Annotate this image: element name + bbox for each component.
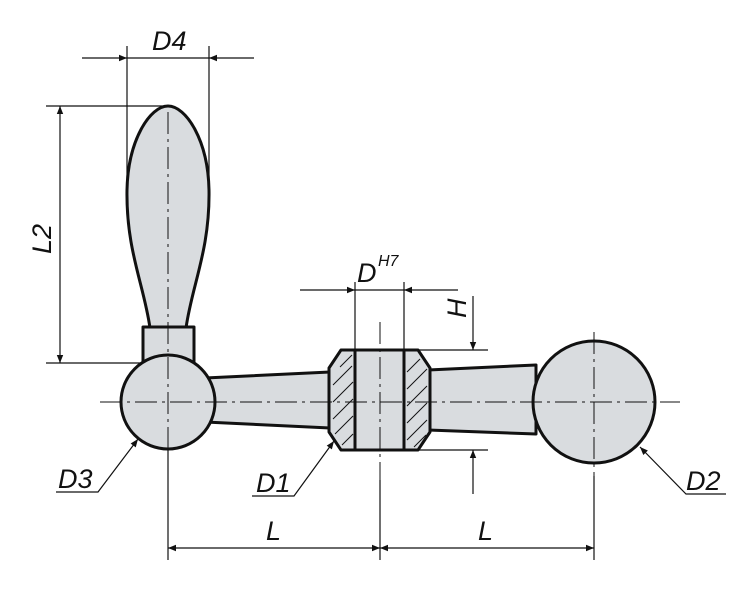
center-lines bbox=[100, 112, 680, 480]
label-l2: L2 bbox=[27, 224, 57, 254]
right-arm bbox=[426, 363, 538, 436]
label-d1: D1 bbox=[256, 468, 291, 498]
label-d3: D3 bbox=[58, 464, 93, 494]
part-outline bbox=[119, 104, 657, 465]
hub-section bbox=[332, 350, 428, 450]
label-h: H bbox=[442, 298, 472, 318]
label-d: D bbox=[357, 258, 377, 288]
label-l-left: L bbox=[266, 516, 281, 546]
dimension-lines bbox=[56, 54, 594, 552]
leader-d1 bbox=[252, 440, 335, 497]
label-d2: D2 bbox=[686, 466, 721, 496]
leader-d3 bbox=[56, 438, 139, 493]
dimension-labels: D4 L2 D H7 H D3 D1 D2 L L bbox=[27, 26, 721, 546]
label-d-tolerance: H7 bbox=[378, 253, 400, 270]
label-d4: D4 bbox=[152, 26, 187, 56]
label-l-right: L bbox=[478, 516, 493, 546]
leader-lines bbox=[56, 438, 726, 497]
leader-d2 bbox=[639, 446, 726, 495]
left-arm bbox=[203, 370, 332, 430]
extension-lines bbox=[46, 46, 595, 560]
